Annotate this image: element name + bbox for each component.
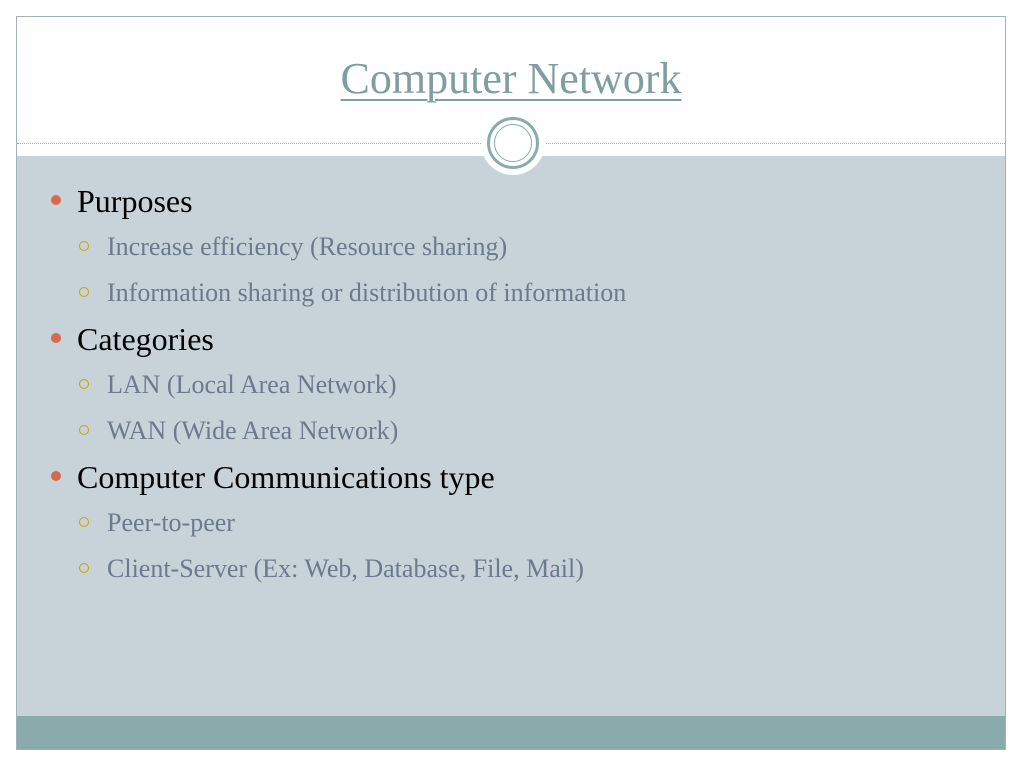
sub-list: Peer-to-peer Client-Server (Ex: Web, Dat… (77, 503, 626, 589)
section-heading: Purposes (77, 183, 193, 219)
sub-item: Peer-to-peer (77, 503, 626, 543)
sub-list: LAN (Local Area Network) WAN (Wide Area … (77, 365, 626, 451)
content-area (17, 156, 1005, 716)
ring-ornament-inner-icon (494, 124, 532, 162)
slide: Computer Network Purposes Increase effic… (16, 16, 1006, 750)
sub-bullet-ring-icon (79, 241, 89, 251)
sub-item: WAN (Wide Area Network) (77, 411, 626, 451)
sub-item-text: Information sharing or distribution of i… (107, 278, 627, 307)
slide-title: Computer Network (340, 54, 682, 103)
section-heading: Computer Communications type (77, 459, 495, 495)
sub-item-text: Client-Server (Ex: Web, Database, File, … (107, 554, 584, 583)
sub-item-text: LAN (Local Area Network) (107, 370, 397, 399)
section-categories: Categories LAN (Local Area Network) WAN … (47, 319, 626, 451)
sub-item: LAN (Local Area Network) (77, 365, 626, 405)
bullet-list: Purposes Increase efficiency (Resource s… (47, 181, 626, 595)
sub-item: Increase efficiency (Resource sharing) (77, 227, 626, 267)
bullet-dot-icon (51, 471, 61, 481)
section-purposes: Purposes Increase efficiency (Resource s… (47, 181, 626, 313)
sub-item-text: Peer-to-peer (107, 508, 235, 537)
section-communications-type: Computer Communications type Peer-to-pee… (47, 457, 626, 589)
sub-bullet-ring-icon (79, 287, 89, 297)
sub-bullet-ring-icon (79, 425, 89, 435)
bullet-dot-icon (51, 195, 61, 205)
footer-band (17, 716, 1005, 749)
sub-item-text: WAN (Wide Area Network) (107, 416, 399, 445)
sub-bullet-ring-icon (79, 517, 89, 527)
section-heading: Categories (77, 321, 214, 357)
sub-bullet-ring-icon (79, 379, 89, 389)
sub-item: Information sharing or distribution of i… (77, 273, 626, 313)
sub-list: Increase efficiency (Resource sharing) I… (77, 227, 626, 313)
bullet-dot-icon (51, 333, 61, 343)
sub-item: Client-Server (Ex: Web, Database, File, … (77, 549, 626, 589)
sub-item-text: Increase efficiency (Resource sharing) (107, 232, 508, 261)
sub-bullet-ring-icon (79, 563, 89, 573)
